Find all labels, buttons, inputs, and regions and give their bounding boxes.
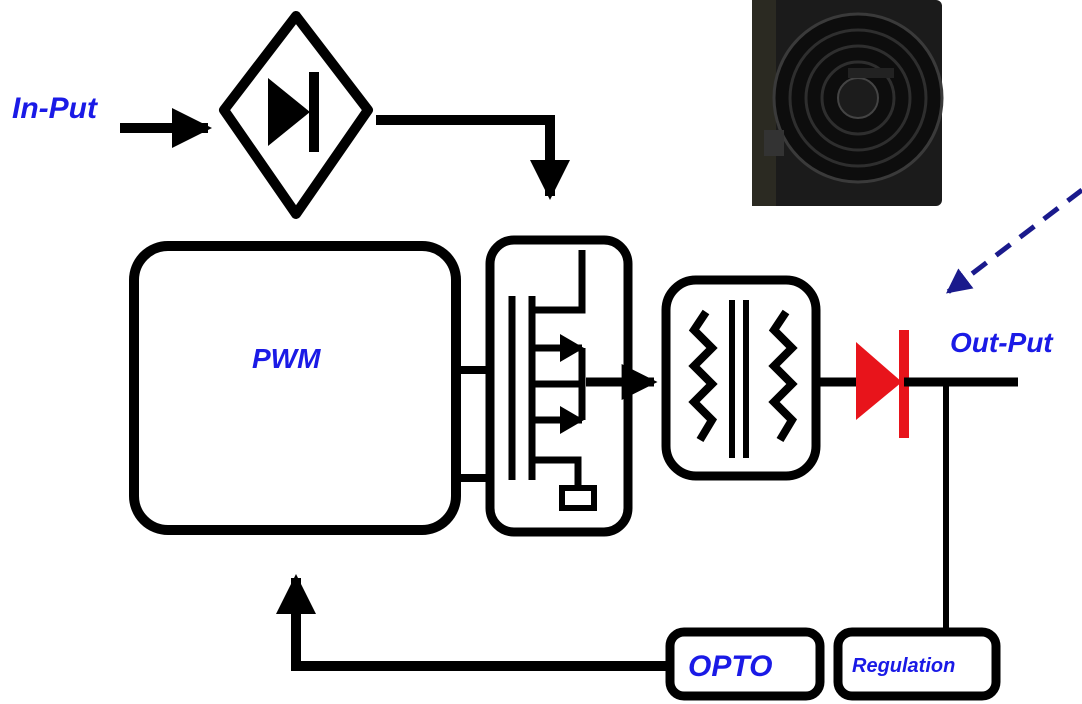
input-label: In-Put [12,92,99,125]
pwm-label: PWM [252,343,321,374]
output-label: Out-Put [950,327,1054,358]
psu-fan-photo [752,0,944,206]
mosfet-switch-icon [485,235,633,537]
diode-icon [856,330,909,438]
diode-in-diamond-icon [219,11,373,219]
transformer-icon [661,275,821,481]
opto-feedback-line [276,574,670,671]
opto-label: OPTO [688,650,772,683]
regulation-block [833,627,1001,701]
pwm-block [129,241,461,535]
photo-pointer-arrow [946,188,1082,294]
rectifier-output-line [376,115,570,200]
regulation-label: Regulation [852,655,955,677]
